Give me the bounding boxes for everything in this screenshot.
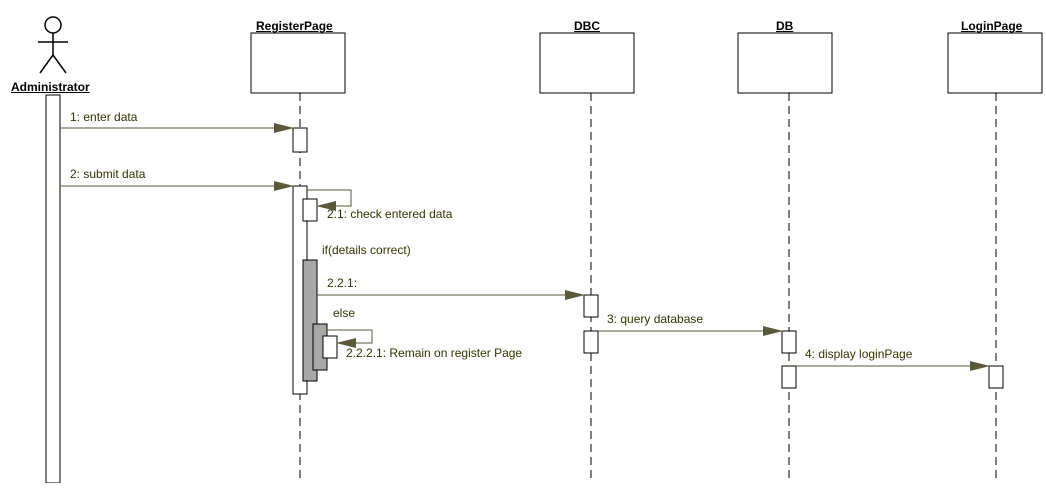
- actor-left-leg: [39, 54, 54, 74]
- actor-label: Administrator: [11, 80, 90, 94]
- guard-else: else: [333, 306, 356, 320]
- actor-activation: [45, 94, 61, 484]
- login-page-box: [947, 32, 1043, 94]
- db-activation-2: [781, 365, 797, 389]
- arrow-check-entered-data: [307, 189, 352, 211]
- msg-submit-data: 2: submit data: [70, 167, 146, 181]
- guard-if: if(details correct): [322, 243, 411, 257]
- login-page-title: LoginPage: [961, 19, 1023, 33]
- actor-head: [44, 16, 62, 34]
- register-page-box: [250, 32, 346, 94]
- actor-right-leg: [52, 54, 67, 74]
- register-activation-remain: [322, 335, 338, 359]
- msg-remain-on-register: 2.2.2.1: Remain on register Page: [346, 346, 523, 360]
- login-activation: [988, 365, 1004, 389]
- dbc-activation-2: [583, 330, 599, 354]
- msg-display-login-page: 4: display loginPage: [805, 347, 913, 361]
- db-box: [737, 32, 833, 94]
- msg-2-2-1: 2.2.1:: [327, 276, 358, 290]
- msg-enter-data: 1: enter data: [70, 110, 138, 124]
- register-activation-1: [292, 127, 308, 153]
- actor-figure: [38, 16, 68, 74]
- dbc-box: [539, 32, 635, 94]
- dbc-activation-1: [583, 294, 599, 318]
- db-title: DB: [776, 19, 794, 33]
- msg-check-entered-data: 2.1: check entered data: [327, 207, 453, 221]
- arrow-remain-on-register: [327, 329, 373, 348]
- db-activation-1: [781, 330, 797, 354]
- dbc-title: DBC: [574, 19, 600, 33]
- msg-query-database: 3: query database: [607, 312, 704, 326]
- register-activation-self: [302, 198, 318, 222]
- register-page-title: RegisterPage: [256, 19, 333, 33]
